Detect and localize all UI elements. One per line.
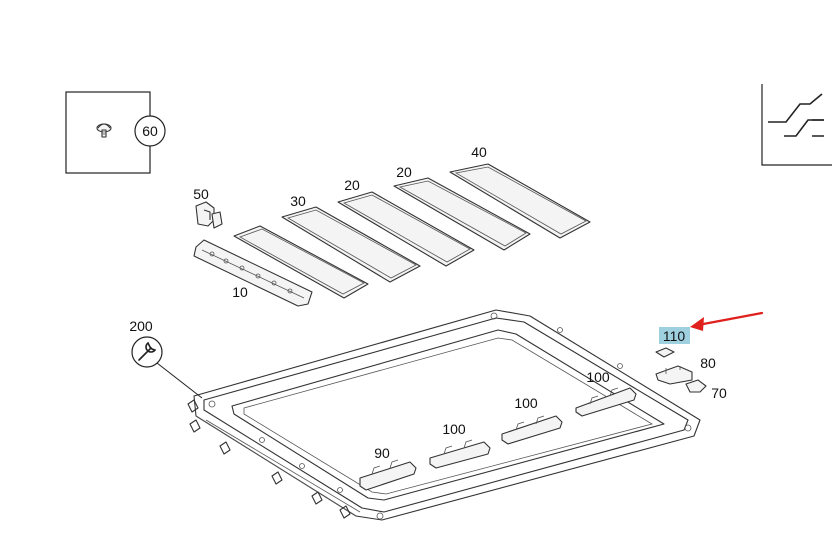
callout-50[interactable]: 50	[193, 186, 209, 202]
part-100-guide-b[interactable]: 100	[501, 395, 563, 445]
callout-70[interactable]: 70	[711, 385, 727, 401]
part-90-guide[interactable]: 90	[359, 445, 417, 491]
callout-100-a[interactable]: 100	[442, 421, 466, 437]
part-110[interactable]: 110	[655, 327, 690, 358]
part-70[interactable]: 70	[685, 379, 727, 401]
wrench-icon	[138, 341, 157, 361]
callout-100-b[interactable]: 100	[514, 395, 538, 411]
part-40-panel[interactable]: 40	[449, 144, 591, 239]
callout-40[interactable]: 40	[471, 144, 487, 160]
step-profile-icon	[768, 93, 824, 137]
part-200-service[interactable]: 200	[129, 318, 203, 399]
sunroof-frame[interactable]	[187, 309, 701, 521]
callout-80[interactable]: 80	[700, 355, 716, 371]
part-30-panel[interactable]: 30	[233, 193, 369, 299]
part-50-clip[interactable]: 50	[193, 186, 223, 229]
callout-60[interactable]: 60	[142, 123, 158, 139]
callout-200[interactable]: 200	[129, 318, 153, 334]
callout-100-c[interactable]: 100	[586, 369, 610, 385]
part-100-guide-a[interactable]: 100	[429, 421, 491, 469]
part-80[interactable]: 80	[655, 355, 716, 385]
callout-110[interactable]: 110	[663, 328, 686, 344]
part-10-rail[interactable]: 10	[193, 239, 313, 307]
callout-110-highlight	[659, 327, 690, 344]
callout-20-a[interactable]: 20	[344, 177, 360, 193]
part-20-panel-c[interactable]: 20	[393, 164, 531, 251]
callout-10[interactable]: 10	[232, 284, 248, 300]
detail-box-60[interactable]: 60	[65, 91, 166, 174]
screw-detail-icon	[96, 123, 112, 138]
callout-90[interactable]: 90	[374, 445, 390, 461]
part-100-guide-c[interactable]: 100	[575, 369, 637, 417]
callout-30[interactable]: 30	[290, 193, 306, 209]
part-20-panel-b[interactable]: 20	[337, 177, 475, 267]
part-20-panel-a[interactable]	[281, 206, 421, 283]
side-panel[interactable]	[761, 84, 832, 166]
red-pointer-arrow	[690, 311, 764, 331]
callout-20-b[interactable]: 20	[396, 164, 412, 180]
